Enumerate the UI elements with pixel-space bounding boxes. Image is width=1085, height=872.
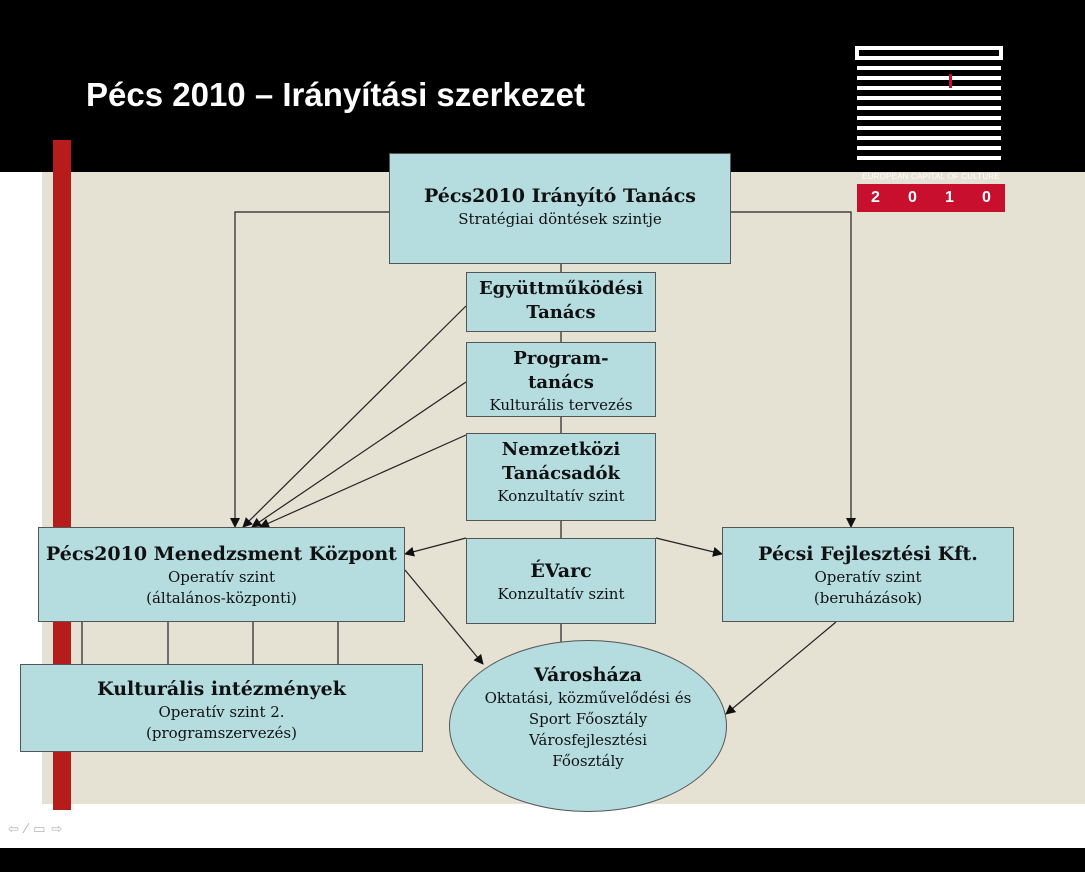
node-title: Program-tanács [513,348,609,393]
node-menedzsment-kozpont: Pécs2010 Menedzsment Központ Operatív sz… [38,527,405,622]
connector-iranyito-fejlesztesi [731,211,856,528]
connector-evarc-fejlesztesi [655,537,723,557]
connector-egyutt-menedzsment [242,305,467,528]
node-title: Pécs2010 Menedzsment Központ [46,543,397,565]
node-title: ÉVarc [530,560,592,582]
logo-year-digit: 1 [945,189,954,206]
logo-caption: EUROPEAN CAPITAL OF CULTURE [862,172,1000,181]
logo-year-digit: 2 [871,189,880,206]
logo-year: 2 0 1 0 [857,184,1005,212]
menu-icon[interactable]: ▭ [33,822,52,837]
connector-program-menedzsment [251,381,467,528]
node-subtitle: Stratégiai döntések szintje [458,210,662,228]
node-subtitle: Konzultatív szint [497,585,625,603]
slide-title: Pécs 2010 – Irányítási szerkezet [86,76,586,113]
node-varoshaza: Városháza Oktatási, közművelődési és Spo… [449,640,727,812]
node-subtitle-2: (általános-központi) [146,589,297,607]
node-fejlesztesi-kft: Pécsi Fejlesztési Kft. Operatív szint (b… [722,527,1014,622]
connector-fejlesztesi-varoshaza [725,621,837,715]
node-subtitle: Kulturális tervezés [489,396,633,414]
node-subtitle: Operatív szint [814,568,922,586]
node-title: Kulturális intézmények [97,678,346,700]
node-subtitle: Konzultatív szint [497,487,625,505]
bottom-band [0,848,1085,872]
node-title: Nemzetközi Tanácsadók [501,439,621,484]
logo-year-digit: 0 [908,189,917,206]
node-title: Együttműködési Tanács [478,278,644,323]
slide-nav-icons: ⇦⁄▭⇨ [8,822,68,837]
node-kulturalis-intezmenyek: Kulturális intézmények Operatív szint 2.… [20,664,423,752]
node-iranyito-tanacs: Pécs2010 Irányító Tanács Stratégiai dönt… [389,153,731,264]
red-accent-bar [53,140,71,810]
node-title: Pécs2010 Irányító Tanács [424,185,696,207]
logo-year-digit: 0 [982,189,991,206]
arrow-right-icon[interactable]: ⇨ [51,822,69,837]
node-program-tanacs: Program-tanács Kulturális tervezés [466,342,656,417]
node-nemzetkozi-tanacsadok: Nemzetközi Tanácsadók Konzultatív szint [466,433,656,521]
node-subtitle-2: Városfejlesztési Főosztály [528,731,648,770]
node-subtitle: Oktatási, közművelődési és Sport Főosztá… [484,689,692,728]
connector-nemzetkozi-menedzsment [259,434,467,528]
node-subtitle: Operatív szint 2. [158,703,285,721]
node-subtitle-2: (beruházások) [813,589,923,607]
connector-menedzsment-varoshaza [404,569,484,665]
node-subtitle: Operatív szint [167,568,276,586]
node-title: Városháza [534,664,642,686]
ecoc-logo [855,46,1003,160]
connector-iranyito-menedzsment [230,211,389,528]
node-egyuttmukodesi-tanacs: Együttműködési Tanács [466,272,656,332]
connector-evarc-menedzsment [404,537,467,557]
pen-icon[interactable]: ⁄ [24,822,34,837]
node-subtitle-2: (programszervezés) [146,724,297,742]
node-title: Pécsi Fejlesztési Kft. [758,543,978,565]
node-evarc: ÉVarc Konzultatív szint [466,538,656,624]
arrow-left-icon[interactable]: ⇦ [8,822,25,837]
